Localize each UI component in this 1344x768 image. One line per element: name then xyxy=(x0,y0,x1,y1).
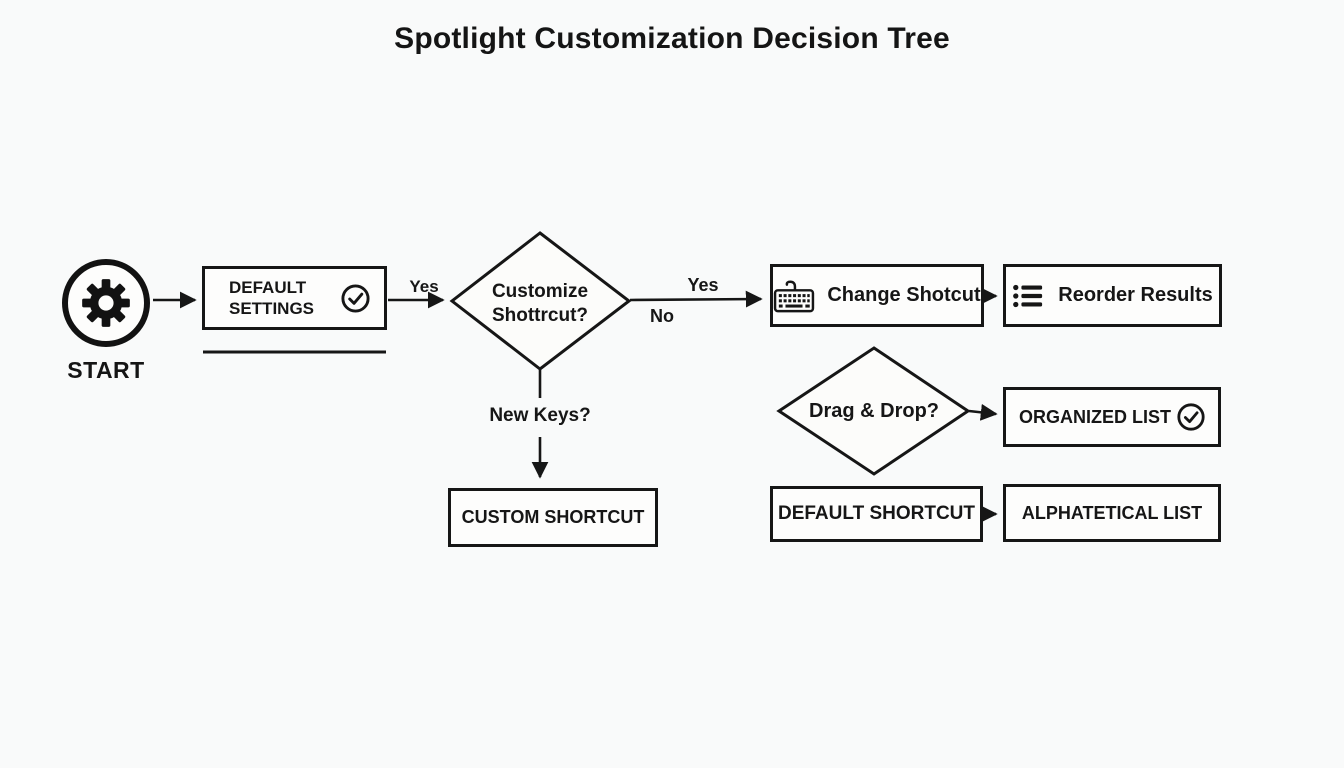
custom-shortcut-box: CUSTOM SHORTCUT xyxy=(448,488,658,547)
keyboard-icon xyxy=(773,278,815,314)
edge-label-no: No xyxy=(650,306,674,326)
default-settings-box: DEFAULT SETTINGS xyxy=(202,266,387,330)
edge-label-yes-right: Yes xyxy=(687,275,719,295)
page-title: Spotlight Customization Decision Tree xyxy=(394,22,950,55)
edge-label-new-keys: New Keys? xyxy=(489,405,591,426)
gear-icon xyxy=(80,277,132,329)
default-shortcut-label: DEFAULT SHORTCUT xyxy=(777,503,976,524)
edge-customize-to-change-shortcut xyxy=(629,290,763,308)
organized-list-box: ORGANIZED LIST xyxy=(1003,387,1221,447)
change-shortcut-box: Change Shotcut xyxy=(770,264,984,327)
bullet-list-icon xyxy=(1012,282,1044,310)
default-settings-label: DEFAULT SETTINGS xyxy=(229,277,315,318)
start-label: START xyxy=(67,357,145,383)
default-shortcut-box: DEFAULT SHORTCUT xyxy=(770,486,983,542)
alphabetical-list-box: ALPHATETICAL LIST xyxy=(1003,484,1221,542)
drag-drop-label: Drag & Drop? xyxy=(809,400,939,422)
start-node xyxy=(62,259,150,347)
change-shortcut-label: Change Shotcut xyxy=(827,284,981,306)
reorder-results-box: Reorder Results xyxy=(1003,264,1222,327)
customize-shortcut-label: Customize Shottrcut? xyxy=(491,281,589,326)
organized-list-label: ORGANIZED LIST xyxy=(1019,406,1171,427)
check-circle-icon xyxy=(1176,402,1206,432)
reorder-results-label: Reorder Results xyxy=(1058,284,1213,306)
edge-label-yes-left: Yes xyxy=(409,277,439,296)
check-circle-icon xyxy=(340,283,371,314)
alphabetical-list-label: ALPHATETICAL LIST xyxy=(1021,502,1203,523)
custom-shortcut-label: CUSTOM SHORTCUT xyxy=(461,507,645,527)
edge-dragdrop-to-organized xyxy=(968,403,998,421)
